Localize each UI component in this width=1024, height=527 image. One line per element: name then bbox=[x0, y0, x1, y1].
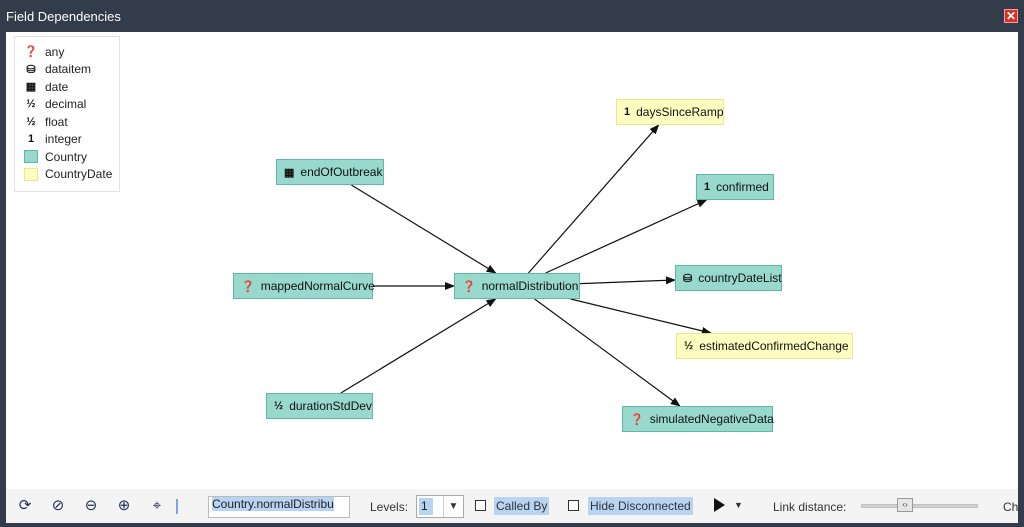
node-label: durationStdDev bbox=[289, 399, 372, 413]
legend: ❓ any ⛁ dataitem ▦ date ½ decimal ½ float 1 integer… bbox=[14, 36, 120, 192]
edge-normalDistribution-to-estimatedConfirmedChange bbox=[570, 298, 712, 335]
one-icon: 1 bbox=[27, 133, 35, 146]
node-label: countryDateList bbox=[698, 271, 782, 285]
window-title: Field Dependencies bbox=[6, 9, 121, 24]
graph-node-endOfOutbreak[interactable]: ▦ endOfOutbreak bbox=[276, 159, 384, 185]
slider-thumb[interactable]: ‹› bbox=[897, 498, 913, 512]
legend-swatch bbox=[24, 150, 38, 164]
half-icon: ½ bbox=[26, 98, 36, 111]
legend-label: float bbox=[45, 114, 68, 129]
legend-label: date bbox=[45, 79, 69, 94]
crosshair-icon[interactable]: ⌖ bbox=[152, 497, 162, 514]
legend-label: integer bbox=[45, 132, 82, 147]
edge-endOfOutbreak-to-normalDistribution bbox=[351, 184, 497, 274]
refresh-icon[interactable]: ⟳ bbox=[18, 497, 32, 514]
zoom-out-icon[interactable]: ⊖ bbox=[84, 497, 98, 514]
database-icon: ⛁ bbox=[683, 272, 693, 285]
edge-normalDistribution-to-simulatedNegativeData bbox=[534, 298, 681, 407]
half-icon: ½ bbox=[26, 115, 36, 128]
node-label: daysSinceRamp bbox=[636, 105, 724, 119]
link-distance-label: Link distance: bbox=[773, 500, 847, 514]
edge-normalDistribution-to-countryDateList bbox=[579, 276, 676, 285]
graph-node-mappedNormalCurve[interactable]: ❓ mappedNormalCurve bbox=[233, 273, 375, 299]
legend-label: dataitem bbox=[45, 62, 92, 77]
question-circle-icon: ❓ bbox=[630, 413, 644, 426]
dependency-graph bbox=[340, 124, 712, 407]
legend-label: Country bbox=[45, 149, 88, 164]
node-label: simulatedNegativeData bbox=[649, 412, 774, 426]
calendar-icon: ▦ bbox=[25, 81, 37, 94]
legend-item: Country bbox=[23, 148, 119, 166]
charge-label-truncated: Ch bbox=[1003, 500, 1019, 514]
legend-item: 1 integer bbox=[23, 131, 119, 149]
legend-label: decimal bbox=[45, 97, 87, 112]
edge-normalDistribution-to-confirmed bbox=[545, 199, 708, 274]
edge-normalDistribution-to-daysSinceRamp bbox=[527, 124, 660, 274]
node-label: estimatedConfirmedChange bbox=[699, 339, 849, 353]
legend-label: CountryDate bbox=[45, 167, 113, 182]
close-button[interactable]: ✕ bbox=[1004, 9, 1018, 23]
legend-item: ▦ date bbox=[23, 78, 119, 96]
levels-label: Levels: bbox=[370, 500, 409, 514]
zoom-in-icon[interactable]: ⊕ bbox=[117, 497, 131, 514]
legend-item: ½ float bbox=[23, 113, 119, 131]
toolbar-separator bbox=[176, 499, 178, 514]
legend-item: ½ decimal bbox=[23, 96, 119, 114]
graph-toolbar: ⟳ ⊘ ⊖ ⊕ ⌖ Country.normalDistribu Levels: 1 ▼… bbox=[6, 489, 1018, 523]
node-label: mappedNormalCurve bbox=[260, 279, 375, 293]
field-search-input[interactable]: Country.normalDistribu bbox=[208, 496, 350, 518]
graph-node-daysSinceRamp[interactable]: 1 daysSinceRamp bbox=[616, 99, 724, 125]
one-icon: 1 bbox=[624, 106, 631, 118]
edge-durationStdDev-to-normalDistribution bbox=[340, 298, 497, 394]
half-icon: ½ bbox=[684, 340, 694, 352]
calendar-icon: ▦ bbox=[284, 166, 295, 179]
node-label: endOfOutbreak bbox=[300, 165, 383, 179]
link-distance-slider[interactable] bbox=[861, 504, 978, 508]
graph-node-simulatedNegativeData[interactable]: ❓ simulatedNegativeData bbox=[622, 406, 774, 432]
chevron-down-icon[interactable]: ▼ bbox=[443, 496, 463, 517]
graph-node-estimatedConfirmedChange[interactable]: ½ estimatedConfirmedChange bbox=[676, 333, 853, 359]
levels-select[interactable]: 1 ▼ bbox=[416, 495, 464, 518]
hide-disconnected-checkbox[interactable] bbox=[568, 500, 579, 511]
node-label: normalDistribution bbox=[481, 279, 579, 293]
question-circle-icon: ❓ bbox=[462, 280, 476, 293]
legend-swatch bbox=[24, 167, 38, 181]
play-icon[interactable] bbox=[714, 498, 725, 512]
question-circle-icon: ❓ bbox=[24, 46, 38, 59]
graph-node-confirmed[interactable]: 1 confirmed bbox=[696, 174, 774, 200]
question-circle-icon: ❓ bbox=[241, 280, 255, 293]
half-icon: ½ bbox=[274, 400, 284, 412]
node-label: confirmed bbox=[716, 180, 769, 194]
hide-disconnected-label[interactable]: Hide Disconnected bbox=[588, 497, 693, 515]
legend-label: any bbox=[45, 44, 65, 59]
legend-item: ❓ any bbox=[23, 43, 119, 61]
graph-node-durationStdDev[interactable]: ½ durationStdDev bbox=[266, 393, 373, 419]
search-value: Country.normalDistribu bbox=[212, 497, 334, 511]
eye-slash-icon[interactable]: ⊘ bbox=[51, 497, 65, 514]
database-icon: ⛁ bbox=[26, 63, 36, 76]
called-by-label[interactable]: Called By bbox=[494, 497, 550, 515]
title-bar: Field Dependencies ✕ bbox=[0, 0, 1024, 32]
legend-item: CountryDate bbox=[23, 166, 119, 184]
graph-node-normalDistribution[interactable]: ❓ normalDistribution bbox=[454, 273, 580, 299]
graph-canvas[interactable]: ❓ any ⛁ dataitem ▦ date ½ decimal ½ float 1 integer… bbox=[6, 32, 1018, 489]
one-icon: 1 bbox=[704, 181, 711, 193]
play-dropdown-icon[interactable]: ▼ bbox=[734, 500, 743, 510]
graph-node-countryDateList[interactable]: ⛁ countryDateList bbox=[675, 265, 782, 291]
legend-item: ⛁ dataitem bbox=[23, 61, 119, 79]
levels-value: 1 bbox=[419, 498, 433, 515]
called-by-checkbox[interactable] bbox=[475, 500, 486, 511]
